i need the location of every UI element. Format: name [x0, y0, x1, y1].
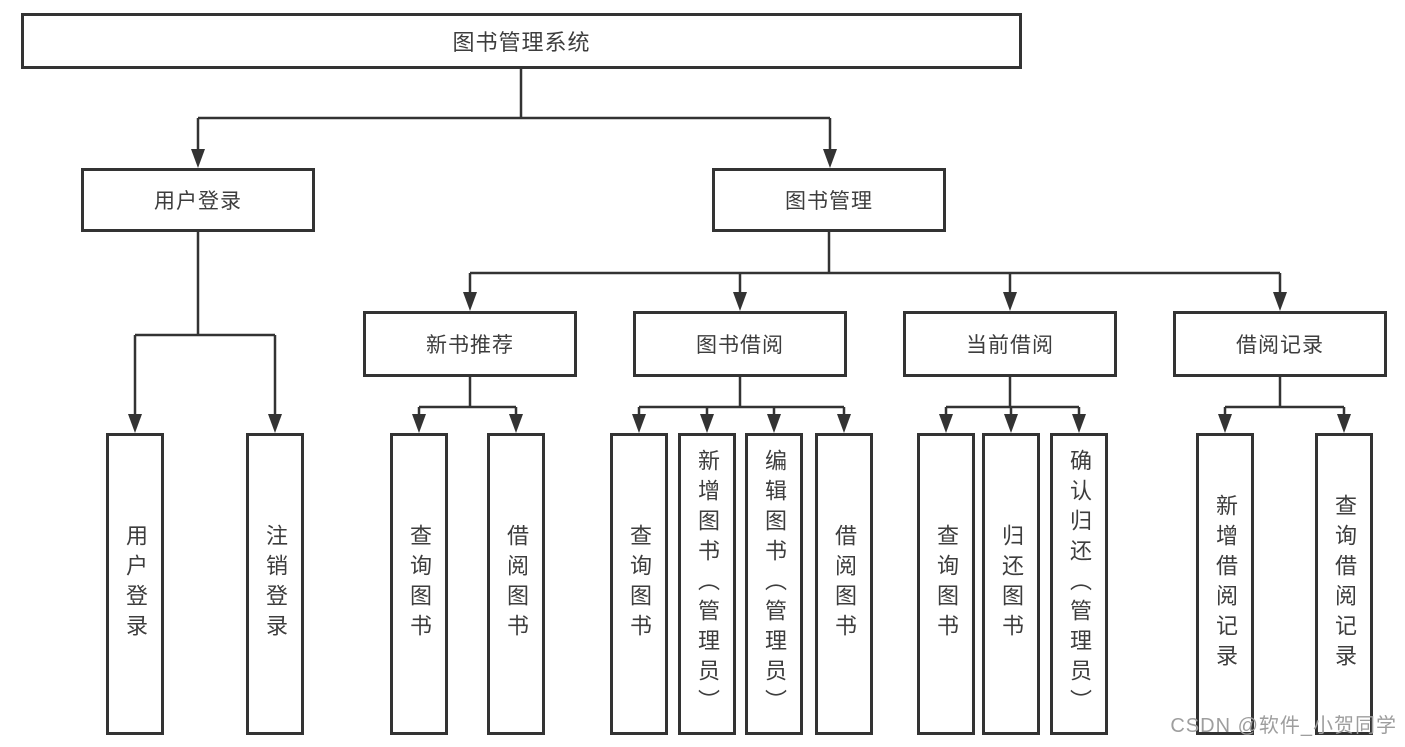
node-label: 用户登录 — [123, 524, 148, 644]
leaf-query-borrow-record: 查询借阅记录 — [1315, 433, 1373, 735]
leaf-borrow-books-1: 借阅图书 — [487, 433, 545, 735]
node-label: 借阅图书 — [832, 524, 857, 644]
node-label: 图书管理 — [785, 190, 873, 213]
node-label: 查询图书 — [934, 524, 959, 644]
leaf-edit-books-admin: 编辑图书（管理员） — [745, 433, 803, 735]
leaf-confirm-return-admin: 确认归还（管理员） — [1050, 433, 1108, 735]
node-label: 用户登录 — [154, 190, 242, 213]
node-label: 当前借阅 — [966, 334, 1054, 357]
arrowhead-icons — [128, 149, 1351, 433]
leaf-query-books-3: 查询图书 — [917, 433, 975, 735]
node-new-book-recommend: 新书推荐 — [363, 311, 577, 377]
node-user-login: 用户登录 — [81, 168, 315, 232]
node-borrow-records: 借阅记录 — [1173, 311, 1387, 377]
node-label: 图书管理系统 — [452, 30, 591, 55]
node-book-management: 图书管理 — [712, 168, 946, 232]
node-label: 确认归还（管理员） — [1067, 449, 1092, 719]
node-label: 借阅记录 — [1236, 334, 1324, 357]
leaf-borrow-books-2: 借阅图书 — [815, 433, 873, 735]
node-label: 归还图书 — [999, 524, 1024, 644]
node-label: 注销登录 — [263, 524, 288, 644]
leaf-query-books-1: 查询图书 — [390, 433, 448, 735]
node-label: 新增图书（管理员） — [695, 449, 720, 719]
leaf-query-books-2: 查询图书 — [610, 433, 668, 735]
node-label: 查询图书 — [407, 524, 432, 644]
node-label: 查询借阅记录 — [1332, 494, 1357, 674]
node-current-borrow: 当前借阅 — [903, 311, 1117, 377]
leaf-user-login: 用户登录 — [106, 433, 164, 735]
node-label: 新书推荐 — [426, 334, 514, 357]
leaf-return-books: 归还图书 — [982, 433, 1040, 735]
node-label: 新增借阅记录 — [1213, 494, 1238, 674]
node-label: 借阅图书 — [504, 524, 529, 644]
node-label: 查询图书 — [627, 524, 652, 644]
node-library-management-system: 图书管理系统 — [21, 13, 1022, 69]
node-book-borrow: 图书借阅 — [633, 311, 847, 377]
node-label: 编辑图书（管理员） — [762, 449, 787, 719]
leaf-add-borrow-record: 新增借阅记录 — [1196, 433, 1254, 735]
leaf-logout: 注销登录 — [246, 433, 304, 735]
node-label: 图书借阅 — [696, 334, 784, 357]
leaf-add-books-admin: 新增图书（管理员） — [678, 433, 736, 735]
